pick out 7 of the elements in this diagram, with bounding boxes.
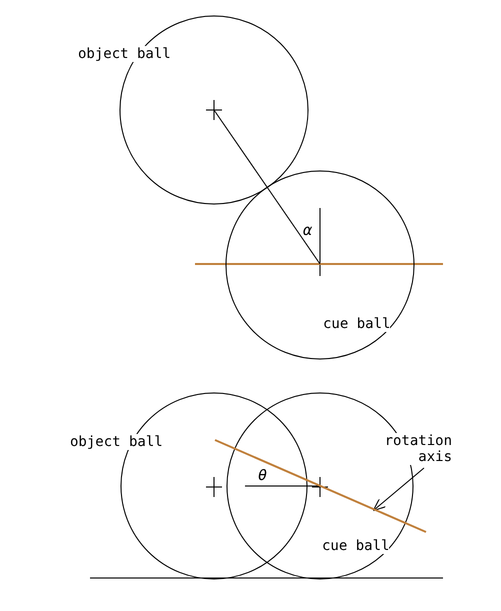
- angle-label: θ: [258, 467, 268, 483]
- leader-arrow: [372, 468, 424, 512]
- ball-label: object ball: [78, 46, 171, 62]
- ball-label: cue ball: [323, 316, 390, 332]
- center-line: [214, 110, 320, 264]
- ball-label: cue ball: [322, 538, 390, 554]
- ball-label: object ball: [70, 434, 163, 450]
